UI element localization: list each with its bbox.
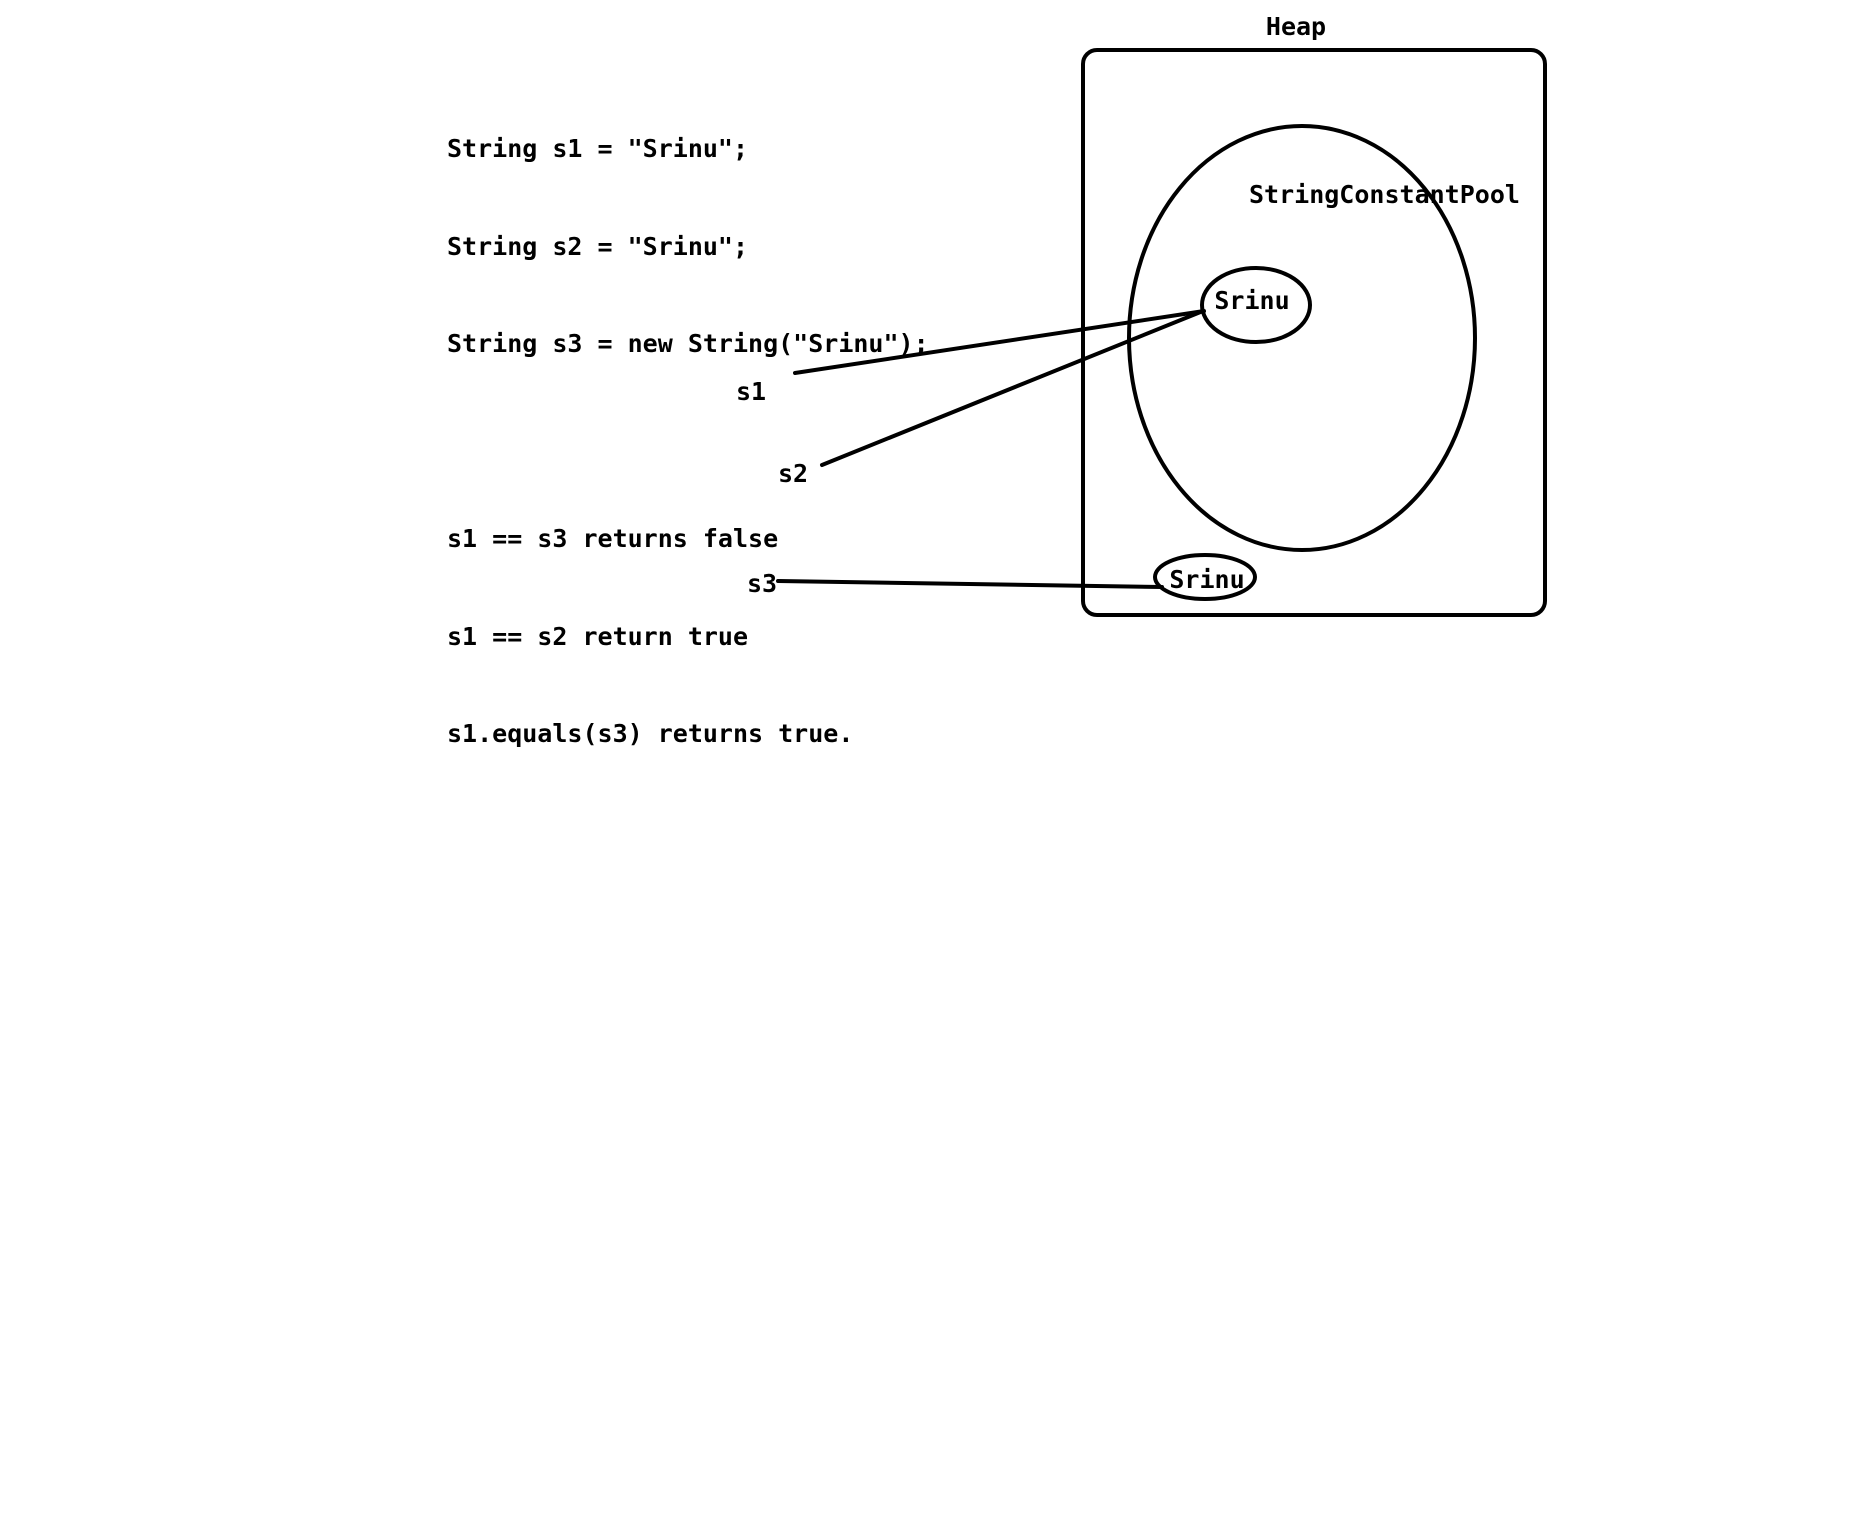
pool-string-object xyxy=(1200,266,1312,344)
s1-pointer-line xyxy=(793,309,1206,375)
string-constant-pool-label: StringConstantPool xyxy=(1249,180,1520,209)
code-line: s1 == s3 returns false xyxy=(447,524,779,553)
s1-reference-label: s1 xyxy=(736,377,766,406)
s3-pointer-line xyxy=(776,579,1164,589)
heap-title: Heap xyxy=(1266,12,1326,41)
code-snippet: String s1 = "Srinu"; String s2 = "Srinu"… xyxy=(447,68,929,783)
code-line: s1.equals(s3) returns true. xyxy=(447,719,854,748)
heap-string-object xyxy=(1153,553,1257,601)
pool-string-object-label: Srinu xyxy=(1214,286,1289,315)
s3-reference-label: s3 xyxy=(747,569,777,598)
s2-reference-label: s2 xyxy=(778,459,808,488)
heap-box xyxy=(1081,48,1547,617)
code-line: String s1 = "Srinu"; xyxy=(447,134,749,163)
code-line: s1 == s2 return true xyxy=(447,621,749,651)
heap-string-object-label: Srinu xyxy=(1169,565,1244,594)
s2-pointer-line xyxy=(820,309,1205,467)
code-line: String s2 = "Srinu"; xyxy=(447,231,749,261)
string-constant-pool-ellipse xyxy=(1127,124,1477,552)
code-line: String s3 = new String("Srinu"); xyxy=(447,329,929,358)
